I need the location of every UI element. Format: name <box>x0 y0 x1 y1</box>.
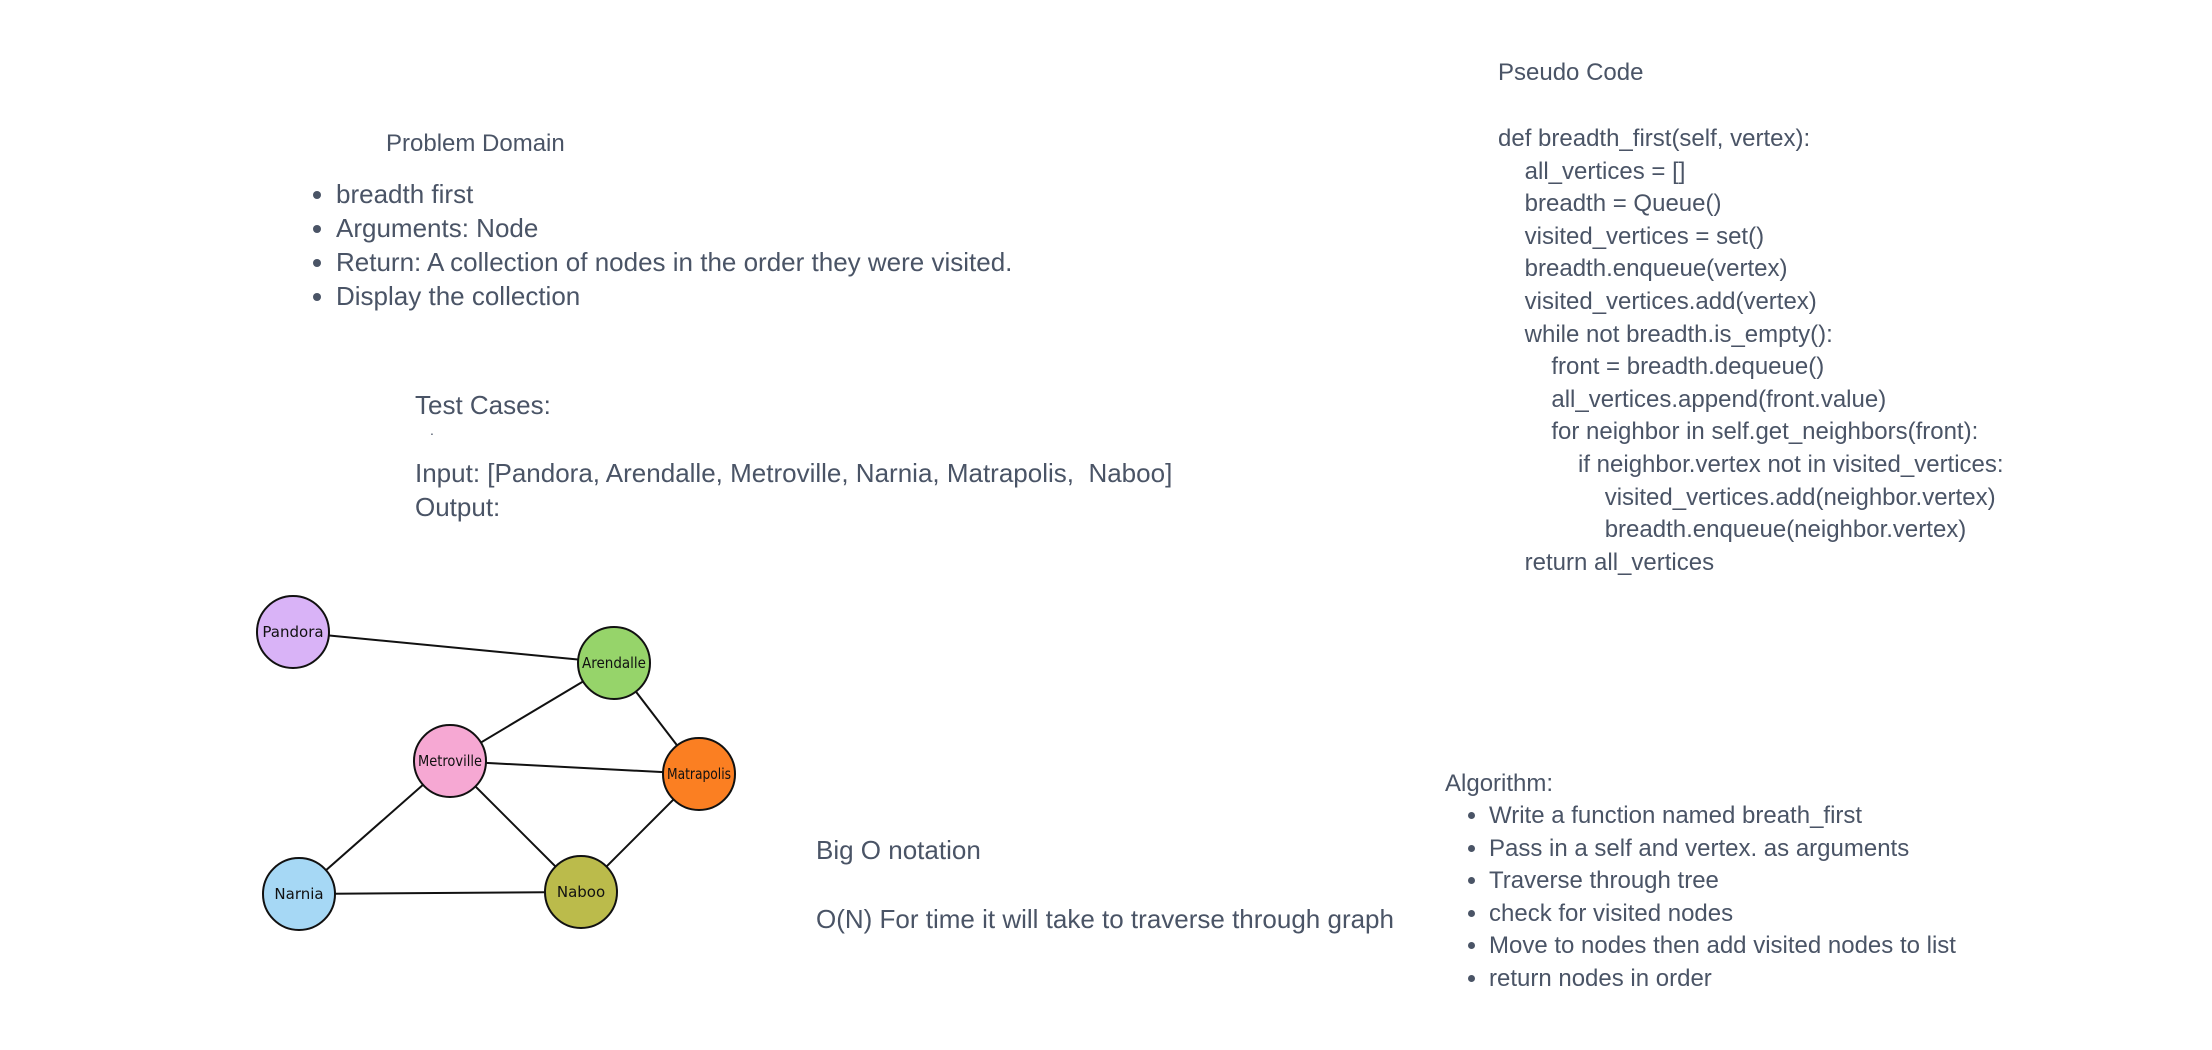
list-item: check for visited nodes <box>1489 898 2189 931</box>
problem-domain-list: breadth first Arguments: Node Return: A … <box>310 177 1236 313</box>
node-naboo: Naboo <box>544 855 618 929</box>
node-circle <box>413 724 487 798</box>
code-line: breadth.enqueue(neighbor.vertex) <box>1498 516 1967 544</box>
code-line: while not breadth.is_empty(): <box>1498 320 1833 348</box>
node-matrapolis: Matrapolis <box>662 737 736 811</box>
code-line: all_vertices.append(front.value) <box>1498 385 1887 413</box>
node-circle <box>577 626 651 700</box>
list-item: Move to nodes then add visited nodes to … <box>1489 930 2189 963</box>
big-o-text: O(N) For time it will take to traverse t… <box>816 904 1394 934</box>
list-item: Display the collection <box>336 279 1236 313</box>
code-line: def breadth_first(self, vertex): <box>1498 125 1811 152</box>
node-label: Arendalle <box>582 654 646 672</box>
list-item: Arguments: Node <box>336 211 1236 245</box>
test-cases-input: Input: [Pandora, Arendalle, Metroville, … <box>415 458 1173 488</box>
edge-metroville-matrapolis <box>449 760 700 775</box>
test-cases-output: Output: <box>415 492 501 522</box>
node-label: Pandora <box>262 623 323 641</box>
code-line: front = breadth.dequeue() <box>1498 353 1825 381</box>
node-label: Metroville <box>418 752 482 770</box>
list-item: Return: A collection of nodes in the ord… <box>336 245 1236 279</box>
pseudo-code-title: Pseudo Code <box>1498 59 1644 86</box>
node-circle <box>256 595 330 669</box>
algorithm-title: Algorithm: <box>1445 770 1554 797</box>
code-line: all_vertices = [] <box>1498 157 1686 185</box>
pseudo-code-block: def breadth_first(self, vertex): all_ver… <box>1498 123 2004 579</box>
code-line: return all_vertices <box>1498 548 1715 576</box>
list-item: Write a function named breath_first <box>1489 800 2189 833</box>
edge-narnia-naboo <box>298 891 582 895</box>
code-line: visited_vertices.add(neighbor.vertex) <box>1498 483 1996 511</box>
node-narnia: Narnia <box>262 857 336 931</box>
node-label: Matrapolis <box>667 765 731 783</box>
node-circle <box>544 855 618 929</box>
test-cases-title: Test Cases: <box>415 390 551 420</box>
edge-pandora-arendalle <box>292 631 615 664</box>
algorithm-list: Write a function named breath_first Pass… <box>1463 800 2189 995</box>
code-line: for neighbor in self.get_neighbors(front… <box>1498 418 1979 446</box>
list-item: breadth first <box>336 177 1236 211</box>
node-circle <box>262 857 336 931</box>
code-line: if neighbor.vertex not in visited_vertic… <box>1498 450 2004 478</box>
node-label: Narnia <box>274 885 323 903</box>
big-o-title: Big O notation <box>816 835 981 865</box>
list-item: Pass in a self and vertex. as arguments <box>1489 833 2189 866</box>
problem-domain-title: Problem Domain <box>386 130 565 157</box>
node-circle <box>662 737 736 811</box>
list-item: return nodes in order <box>1489 963 2189 996</box>
node-metroville: Metroville <box>413 724 487 798</box>
code-line: breadth = Queue() <box>1498 190 1722 218</box>
list-item: Traverse through tree <box>1489 865 2189 898</box>
code-line: visited_vertices = set() <box>1498 222 1765 250</box>
code-line: breadth.enqueue(vertex) <box>1498 255 1788 283</box>
node-label: Naboo <box>557 883 605 901</box>
node-pandora: Pandora <box>256 595 330 669</box>
node-arendalle: Arendalle <box>577 626 651 700</box>
test-cases-dot: . <box>430 422 434 438</box>
code-line: visited_vertices.add(vertex) <box>1498 287 1817 315</box>
